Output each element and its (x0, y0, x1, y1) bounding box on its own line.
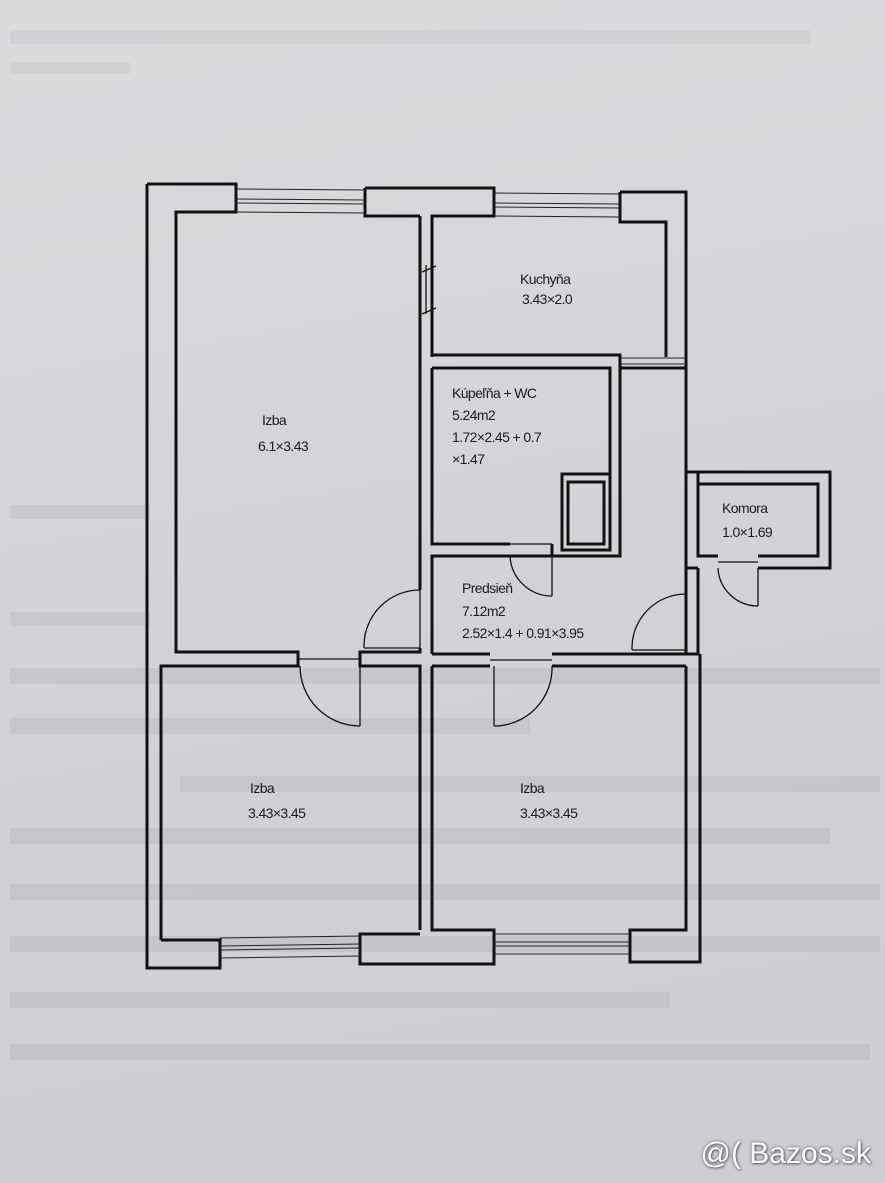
wall-komora-inner (698, 482, 820, 558)
label-predsien-name: Predsieň (462, 580, 512, 596)
walls (145, 182, 832, 970)
door-kitchen (421, 265, 437, 315)
label-izba-bottom-left-name: Izba (250, 780, 275, 796)
window-bottom-right (494, 933, 630, 955)
bg-line (10, 30, 810, 44)
doors (298, 265, 759, 727)
label-komora-name: Komora (722, 500, 768, 516)
label-predsien-area: 7.12m2 (462, 603, 506, 619)
window-bottom-left (219, 935, 361, 959)
bg-line (10, 612, 150, 626)
wall-top-middle-left (363, 188, 420, 218)
door-izba-large (363, 589, 421, 649)
background-text (10, 30, 880, 1060)
bg-line (10, 992, 670, 1008)
wall-top-right-outer (620, 190, 688, 472)
wall-bathroom (432, 366, 612, 552)
label-izba-bottom-right-name: Izba (520, 780, 545, 796)
bg-line (10, 718, 530, 734)
label-izba-large-name: Izba (262, 412, 287, 428)
wall-left-outer (145, 184, 222, 970)
bg-line (10, 668, 880, 684)
wall-kitchen-bottom (432, 353, 686, 370)
wall-komora-outer (698, 470, 832, 570)
room-labels: Izba 6.1×3.43 Kuchyňa 3.43×2.0 Kúpeľňa +… (248, 271, 773, 821)
label-kupelna-dims1: 1.72×2.45 + 0.7 (452, 429, 542, 445)
bg-line (10, 936, 880, 952)
bg-line (10, 62, 130, 74)
windows (219, 188, 686, 959)
watermark-logo: @( Bazos.sk (700, 1137, 872, 1170)
window-kitchen-side (620, 357, 686, 365)
wall-right-mid (686, 470, 718, 558)
label-komora-dims: 1.0×1.69 (722, 524, 773, 540)
wall-bottom-middle (358, 666, 496, 966)
wall-top-middle (365, 186, 496, 357)
label-predsien-dims: 2.52×1.4 + 0.91×3.95 (462, 625, 584, 641)
wall-bathroom-right (552, 368, 622, 558)
wall-bathroom-left (430, 368, 510, 546)
door-izba-bottom-right (490, 659, 553, 727)
bg-line (10, 884, 880, 900)
door-hall-right (631, 592, 687, 651)
door-izba-bottom-left (298, 658, 361, 727)
label-kuchyna-name: Kuchyňa (520, 271, 571, 287)
window-top-right (493, 192, 621, 218)
label-izba-bottom-right-dims: 3.43×3.45 (520, 805, 578, 821)
bg-line (10, 1044, 870, 1060)
wall-left-top (147, 182, 238, 652)
label-kupelna-area: 5.24m2 (452, 407, 496, 423)
wall-bottom-right (628, 654, 702, 964)
door-bathroom (509, 543, 553, 597)
label-kupelna-name: Kúpeľňa + WC (452, 385, 537, 401)
wall-top-right-inner (618, 192, 668, 357)
bg-line (180, 776, 880, 792)
label-kupelna-dims2: ×1.47 (452, 451, 485, 467)
door-komora (717, 561, 759, 607)
label-izba-bottom-left-dims: 3.43×3.45 (248, 805, 306, 821)
wall-right-lower (686, 568, 700, 656)
window-top-left (235, 188, 366, 214)
label-izba-large-dims: 6.1×3.43 (258, 438, 309, 454)
label-kuchyna-dims: 3.43×2.0 (522, 291, 573, 307)
bg-line (10, 505, 150, 519)
wall-bathroom-bottom (430, 544, 554, 592)
shower-niche (566, 480, 606, 546)
